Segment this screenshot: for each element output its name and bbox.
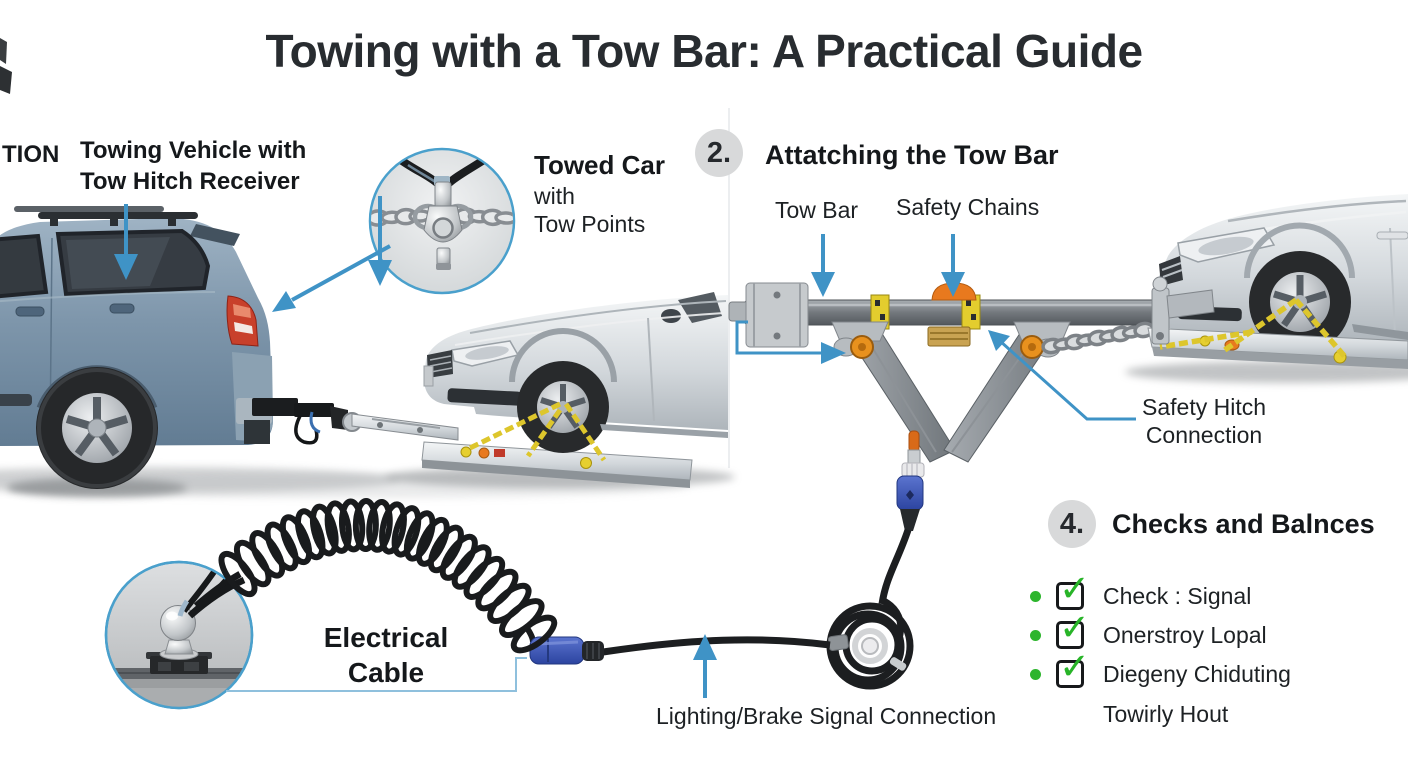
- checkbox-icon: ✓: [1056, 570, 1090, 610]
- checklist-item-label: Diegeny Chiduting: [1103, 660, 1291, 687]
- safety-hitch-label-line2: Connection: [1145, 422, 1263, 448]
- towing-vehicle-label-line1: Towing Vehicle with: [80, 137, 307, 164]
- page-title: Towing with a Tow Bar: A Practical Guide: [265, 25, 1143, 77]
- checklist-continuation-label: Towirly Hout: [1103, 701, 1229, 727]
- safety-chain-inset: [368, 147, 516, 295]
- towed-car-label: Towed Car with Tow Points: [534, 148, 665, 238]
- electrical-cable-label: Electrical Cable: [306, 620, 466, 690]
- electrical-leader-line: [226, 657, 527, 692]
- step-4-badge: 4.: [1048, 500, 1096, 548]
- towed-car-label-line1: Towed Car: [534, 150, 665, 180]
- checkbox-icon: ✓: [1056, 609, 1090, 649]
- edge-artifact: [0, 38, 12, 94]
- towed-car-right-illustration: [1125, 194, 1408, 383]
- attaching-heading: Attatching the Tow Bar: [765, 140, 1059, 170]
- signal-connector-illustration: [878, 430, 925, 605]
- electrical-cable-label-line1: Electrical: [323, 622, 449, 653]
- hitch-bracket: [1151, 276, 1215, 345]
- checkmark-icon: ✓: [1059, 645, 1091, 688]
- annotation-arrows-left: [114, 196, 392, 312]
- chain-links-icon: [1041, 321, 1155, 355]
- coiled-cable-illustration: [187, 498, 558, 654]
- inset-leader-arrow-icon: [291, 244, 391, 302]
- checks-heading: Checks and Balnces: [1112, 509, 1375, 539]
- towing-vehicle-label-line2: Tow Hitch Receiver: [80, 168, 300, 195]
- tow-hitch-illustration: [252, 398, 459, 445]
- cropped-section-label: TION: [2, 141, 60, 168]
- checkmark-icon: ✓: [1059, 567, 1091, 610]
- checklist-item-label: Onerstroy Lopal: [1103, 621, 1267, 648]
- checkmark-icon: ✓: [1059, 606, 1091, 649]
- towing-vehicle-label: Towing Vehicle with Tow Hitch Receiver: [80, 135, 306, 197]
- coupler-leader-line: [735, 320, 828, 355]
- towed-car-label-line2: with: [534, 183, 575, 209]
- bullet-icon: [1030, 668, 1041, 680]
- checklist-item-label: Check : Signal: [1103, 582, 1252, 609]
- checklist-item: ✓ Diegeny Chiduting: [1030, 648, 1291, 688]
- electrical-cable-label-line2: Cable: [347, 657, 425, 688]
- checkbox-icon: ✓: [1056, 648, 1090, 688]
- wheel-strap-chains: [1159, 297, 1349, 360]
- tow-bar-label: Tow Bar: [775, 197, 859, 223]
- towbar-diagram: [728, 282, 1169, 463]
- electrical-cable-run: [524, 626, 831, 665]
- towed-car-label-line3: Tow Points: [534, 211, 646, 237]
- towed-car-left-illustration: [385, 292, 735, 488]
- annotation-arrows-right: [735, 234, 1136, 421]
- safety-chains-label: Safety Chains: [896, 194, 1040, 220]
- safety-hitch-leader-line: [998, 339, 1136, 421]
- safety-hitch-label: Safety Hitch Connection: [1138, 393, 1270, 449]
- bullet-icon: [1030, 629, 1041, 641]
- step-2-badge: 2.: [695, 129, 743, 177]
- bullet-icon: [1030, 590, 1041, 602]
- checklist-item: ✓ Onerstroy Lopal: [1030, 609, 1267, 649]
- cable-coil-illustration: [826, 596, 914, 690]
- lighting-arrow-icon: [693, 634, 717, 698]
- wheel-strap-chains: [468, 401, 607, 462]
- electrical-inset: [104, 560, 254, 710]
- lighting-connection-label: Lighting/Brake Signal Connection: [656, 703, 997, 729]
- checklist-item: ✓ Check : Signal: [1030, 570, 1252, 610]
- safety-hitch-label-line1: Safety Hitch: [1142, 394, 1266, 420]
